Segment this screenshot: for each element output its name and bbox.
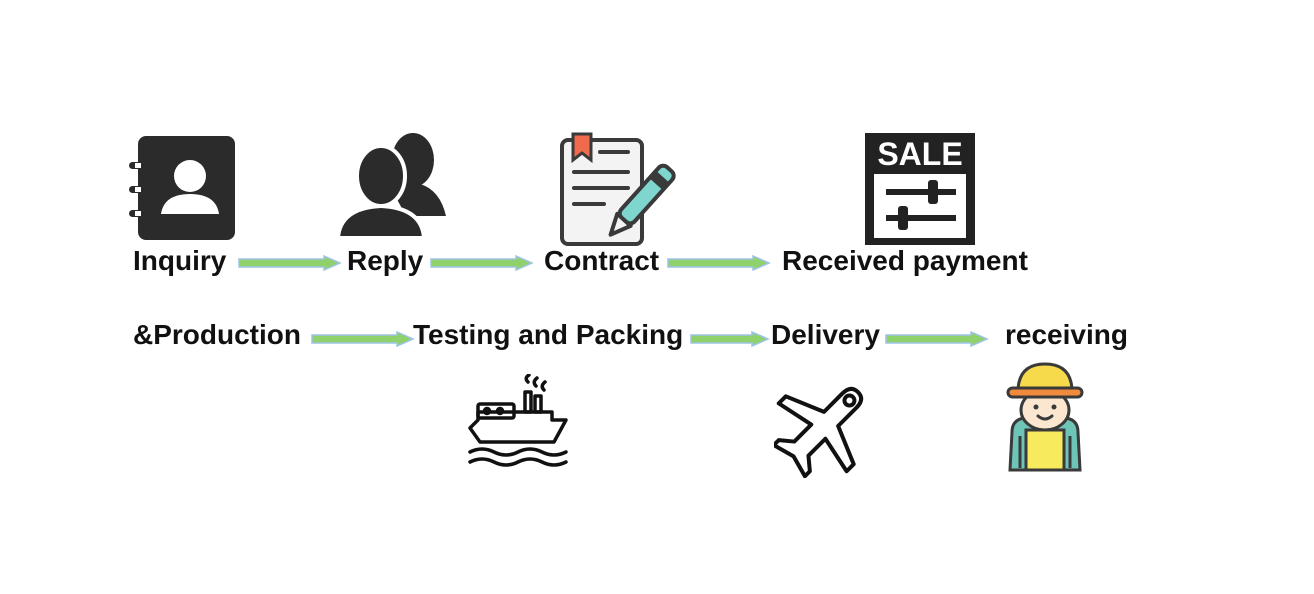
flow-arrow: [885, 331, 989, 347]
sale-sign-icon: SALE: [864, 132, 976, 251]
contract-pen-icon: [556, 130, 678, 255]
step-received-payment-label: Received payment: [782, 245, 1028, 276]
airplane-icon: [771, 376, 876, 483]
step-testing-packing-label: Testing and Packing: [413, 319, 684, 350]
flow-arrow: [430, 255, 534, 271]
users-icon: [335, 130, 450, 245]
courier-person-icon: [1002, 360, 1088, 479]
sale-sign-text: SALE: [877, 136, 962, 172]
flow-arrow: [311, 331, 415, 347]
flow-arrow: [667, 255, 771, 271]
step-inquiry-label: Inquiry: [133, 245, 227, 276]
flow-arrow: [690, 331, 770, 347]
step-receiving-label: receiving: [1005, 319, 1128, 350]
step-production-label: &Production: [133, 319, 301, 350]
step-contract-label: Contract: [544, 245, 660, 276]
ship-icon: [466, 373, 570, 473]
step-reply-label: Reply: [347, 245, 424, 276]
address-book-icon: [128, 134, 238, 247]
flow-arrow: [238, 255, 342, 271]
step-delivery-label: Delivery: [771, 319, 880, 350]
